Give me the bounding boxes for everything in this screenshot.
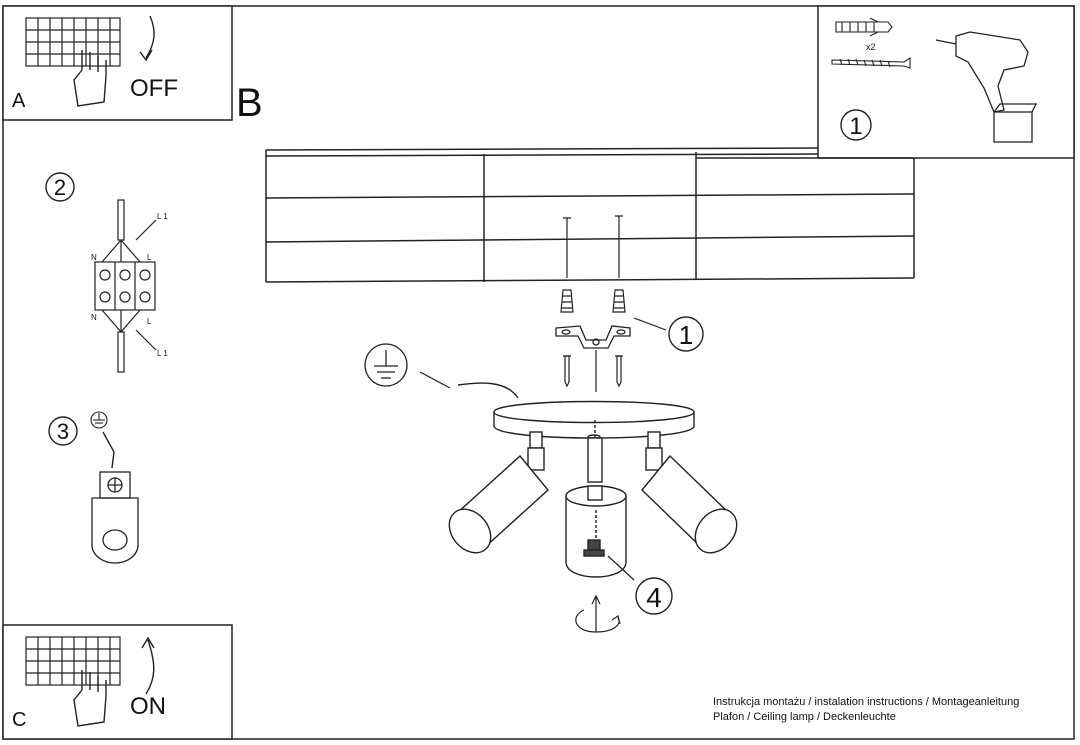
dowel-icon [835,17,893,37]
ceiling-boards [265,147,915,283]
wire-n-top: N [91,253,97,262]
panel-c-letter: C [12,709,26,731]
rotate-arrow-icon [575,594,621,633]
screw-icon [563,355,623,388]
outer-frame [2,5,1075,740]
hand-icon [73,50,107,107]
arrow-icon [139,15,155,62]
panel-c: C ON [2,624,233,740]
panel-a-state: OFF [130,75,178,102]
wire-l1-top: L 1 [157,212,168,221]
spotlight-right [641,431,738,554]
ground-symbol-icon [364,343,408,387]
screw-icon [831,56,911,69]
spotlight-left [448,431,549,554]
step-4-number: 4 [646,582,662,613]
wire-l1-bottom: L 1 [157,349,168,358]
panel-a: A OFF [2,5,233,121]
caption-line-2: Plafon / Ceiling lamp / Deckenleuchte [713,711,896,723]
arrow-icon [141,636,155,695]
wiring-diagram: 2 N L L 1 N L L 1 [45,172,168,373]
wire-l-bottom: L [147,317,152,326]
lamp-canopy [493,400,695,440]
spotlight-center [565,420,627,578]
panel-a-letter: A [12,90,26,112]
ground-terminal: 3 [48,411,139,564]
caption-line-1: Instrukcja montażu / instalation instruc… [713,696,1020,708]
panel-b-letter: B [236,81,263,125]
step-2-number: 2 [54,175,66,200]
step-3-number: 3 [57,419,69,444]
dowel-icon [560,289,626,313]
panel-c-state: ON [130,693,166,720]
step-1-number-tools: 1 [849,113,862,140]
ground-symbol-icon [90,411,108,429]
breaker-panel-icon [25,17,121,67]
panel-tools: x2 1 [817,5,1075,159]
ceiling-holes [563,215,623,278]
wire-l-top: L [147,253,152,262]
ground-cable [457,382,519,399]
drill-icon [935,31,1038,143]
step-1-number-bracket: 1 [679,320,693,350]
mounting-bracket [555,325,631,349]
screw-quantity: x2 [866,42,876,52]
wire-n-bottom: N [91,313,97,322]
hand-icon [73,670,107,727]
